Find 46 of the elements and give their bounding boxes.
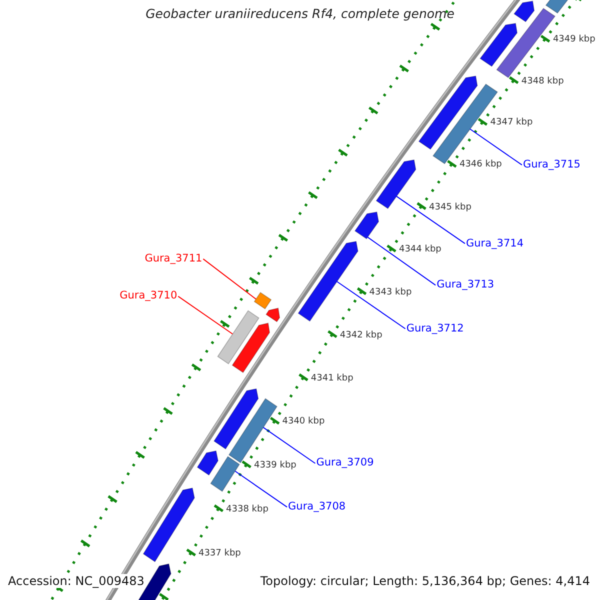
gene-feature	[213, 388, 259, 450]
tick-label: 4340 kbp	[282, 416, 325, 428]
leader-line	[202, 258, 256, 300]
gene-feature	[376, 159, 416, 210]
leader-line	[178, 296, 234, 334]
gene-label: Gura_3709	[316, 457, 374, 470]
gene-feature	[298, 240, 358, 322]
tick-label: 4339 kbp	[254, 460, 296, 472]
gene-label: Gura_3708	[288, 500, 346, 514]
tick-label: 4337 kbp	[198, 548, 241, 560]
gene-feature	[354, 212, 380, 240]
tick-label: 4338 kbp	[226, 504, 268, 516]
gene-label: Gura_3710	[120, 290, 178, 303]
genome-summary: Topology: circular; Length: 5,136,364 bp; Genes: 4,414	[260, 574, 590, 588]
gene-feature	[232, 322, 270, 374]
accession-text: Accession: NC_009483	[8, 574, 144, 588]
leader-line	[234, 470, 288, 508]
gene-feature	[210, 456, 240, 492]
gene-label: Gura_3714	[466, 237, 524, 250]
gene-label: Gura_3711	[144, 252, 202, 266]
gene-feature	[513, 0, 535, 22]
tick-label: 4344 kbp	[398, 244, 442, 256]
tick-label: 4343 kbp	[369, 287, 412, 298]
tick-label: 4345 kbp	[429, 202, 472, 213]
leader-line	[396, 196, 466, 244]
leader-line	[262, 426, 316, 464]
gene-label: Gura_3715	[522, 158, 580, 172]
gene-feature	[217, 310, 260, 364]
gene-feature	[418, 76, 478, 150]
title: Geobacter uraniireducens Rf4, complete genome	[146, 6, 454, 21]
leader-line	[336, 281, 406, 330]
leader-line	[367, 236, 436, 286]
gene-label: Gura_3713	[436, 278, 494, 292]
tick-label: 4342 kbp	[340, 330, 382, 341]
gene-feature	[254, 292, 272, 310]
gene-feature	[266, 308, 280, 322]
tick-label: 4341 kbp	[310, 373, 354, 384]
tick-label: 4348 kbp	[521, 76, 564, 88]
gene-feature	[196, 450, 218, 476]
tick-label: 4347 kbp	[490, 118, 533, 129]
gene-feature	[142, 488, 195, 562]
leader-line	[470, 128, 522, 166]
tick-label: 4349 kbp	[552, 34, 596, 46]
gene-feature	[480, 22, 518, 67]
gene-label: Gura_3712	[406, 322, 464, 336]
tick-label: 4346 kbp	[459, 160, 502, 171]
